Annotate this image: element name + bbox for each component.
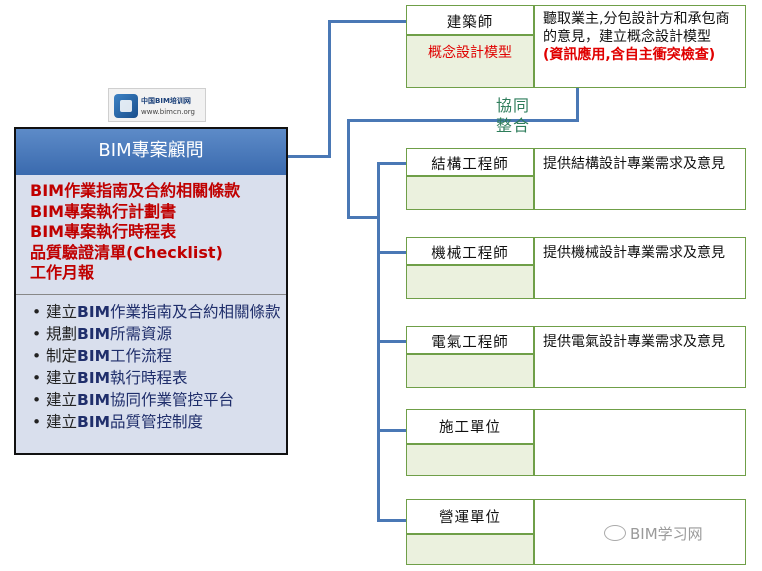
role-cell-electrical: 電氣工程師 (406, 326, 534, 354)
deliverable-item: BIM作業指南及合約相關條款 (30, 181, 241, 200)
desc-cell-construction (534, 409, 746, 476)
role-label: 電氣工程師 (431, 335, 509, 351)
desc-cell-structural: 提供結構設計專業需求及意見 (534, 148, 746, 210)
architect-note: (資訊應用,含自主衝突檢查) (543, 47, 716, 63)
bimcn-logo-icon (114, 94, 138, 118)
role-label: 營運單位 (439, 510, 501, 526)
architect-desc: 聽取業主,分包設計方和承包商的意見，建立概念設計模型 (543, 11, 730, 45)
connector-collab-horizontal (347, 119, 579, 122)
connector-trunk-upper (328, 20, 331, 158)
bim-consultant-box: BIM專案顧問 BIM作業指南及合約相關條款 BIM專案執行計劃書 BIM專案執… (14, 127, 288, 455)
logo-url: www.bimcn.org (141, 108, 195, 116)
architect-model-cell: 概念設計模型 (406, 35, 534, 88)
role-cell-operation: 營運單位 (406, 499, 534, 534)
role-sub-cell (406, 354, 534, 388)
connector-branch-mechanical (377, 251, 407, 254)
connector-branch-structural (377, 162, 407, 165)
task-item: 建立BIM執行時程表 (30, 367, 286, 389)
architect-desc-cell: 聽取業主,分包設計方和承包商的意見，建立概念設計模型 (資訊應用,含自主衝突檢查… (534, 5, 746, 88)
role-desc: 提供電氣設計專業需求及意見 (543, 334, 725, 350)
role-sub-cell (406, 444, 534, 476)
task-list: 建立BIM作業指南及合約相關條款 規劃BIM所需資源 制定BIM工作流程 建立B… (30, 301, 286, 433)
role-cell-construction: 施工單位 (406, 409, 534, 444)
architect-model-label: 概念設計模型 (428, 45, 512, 61)
role-sub-cell (406, 265, 534, 299)
architect-role-label: 建築師 (446, 15, 494, 31)
role-desc: 提供結構設計專業需求及意見 (543, 156, 725, 172)
connector-branch-operation (377, 519, 407, 522)
task-item: 建立BIM品質管控制度 (30, 411, 286, 433)
watermark-text: BIM学习网 (630, 525, 703, 543)
deliverables-list: BIM作業指南及合約相關條款 BIM專案執行計劃書 BIM專案執行時程表 品質驗… (30, 181, 285, 284)
deliverable-item: BIM專案執行時程表 (30, 222, 177, 241)
task-item: 建立BIM協同作業管控平台 (30, 389, 286, 411)
divider (16, 294, 286, 295)
architect-role-cell: 建築師 (406, 5, 534, 35)
role-label: 結構工程師 (431, 157, 509, 173)
connector-consultant-out (288, 155, 330, 158)
task-item: 制定BIM工作流程 (30, 345, 286, 367)
deliverable-item: BIM專案執行計劃書 (30, 201, 177, 221)
deliverable-item: 品質驗證清單(Checklist) (30, 242, 223, 262)
task-item: 規劃BIM所需資源 (30, 323, 286, 345)
collab-label: 協同 整合 (496, 96, 531, 135)
watermark: BIM学习网 (604, 523, 703, 544)
task-item: 建立BIM作業指南及合約相關條款 (30, 301, 286, 323)
role-cell-structural: 結構工程師 (406, 148, 534, 176)
role-label: 機械工程師 (431, 246, 509, 262)
desc-cell-mechanical: 提供機械設計專業需求及意見 (534, 237, 746, 299)
consultant-title: BIM專案顧問 (16, 129, 286, 175)
role-sub-cell (406, 176, 534, 210)
bimcn-logo: 中国BIM培训网 www.bimcn.org (108, 88, 206, 122)
deliverable-item: 工作月報 (30, 263, 95, 282)
wechat-icon (604, 525, 626, 541)
connector-architect-down (576, 88, 579, 120)
logo-name: 中国BIM培训网 (141, 97, 191, 105)
connector-collab-vertical (347, 119, 350, 219)
role-label: 施工單位 (439, 420, 501, 436)
connector-junction (347, 216, 380, 219)
role-cell-mechanical: 機械工程師 (406, 237, 534, 265)
desc-cell-electrical: 提供電氣設計專業需求及意見 (534, 326, 746, 388)
connector-branch-construction (377, 429, 407, 432)
role-sub-cell (406, 534, 534, 565)
connector-to-architect (328, 20, 406, 23)
role-desc: 提供機械設計專業需求及意見 (543, 245, 725, 261)
connector-branch-electrical (377, 340, 407, 343)
desc-cell-operation (534, 499, 746, 565)
